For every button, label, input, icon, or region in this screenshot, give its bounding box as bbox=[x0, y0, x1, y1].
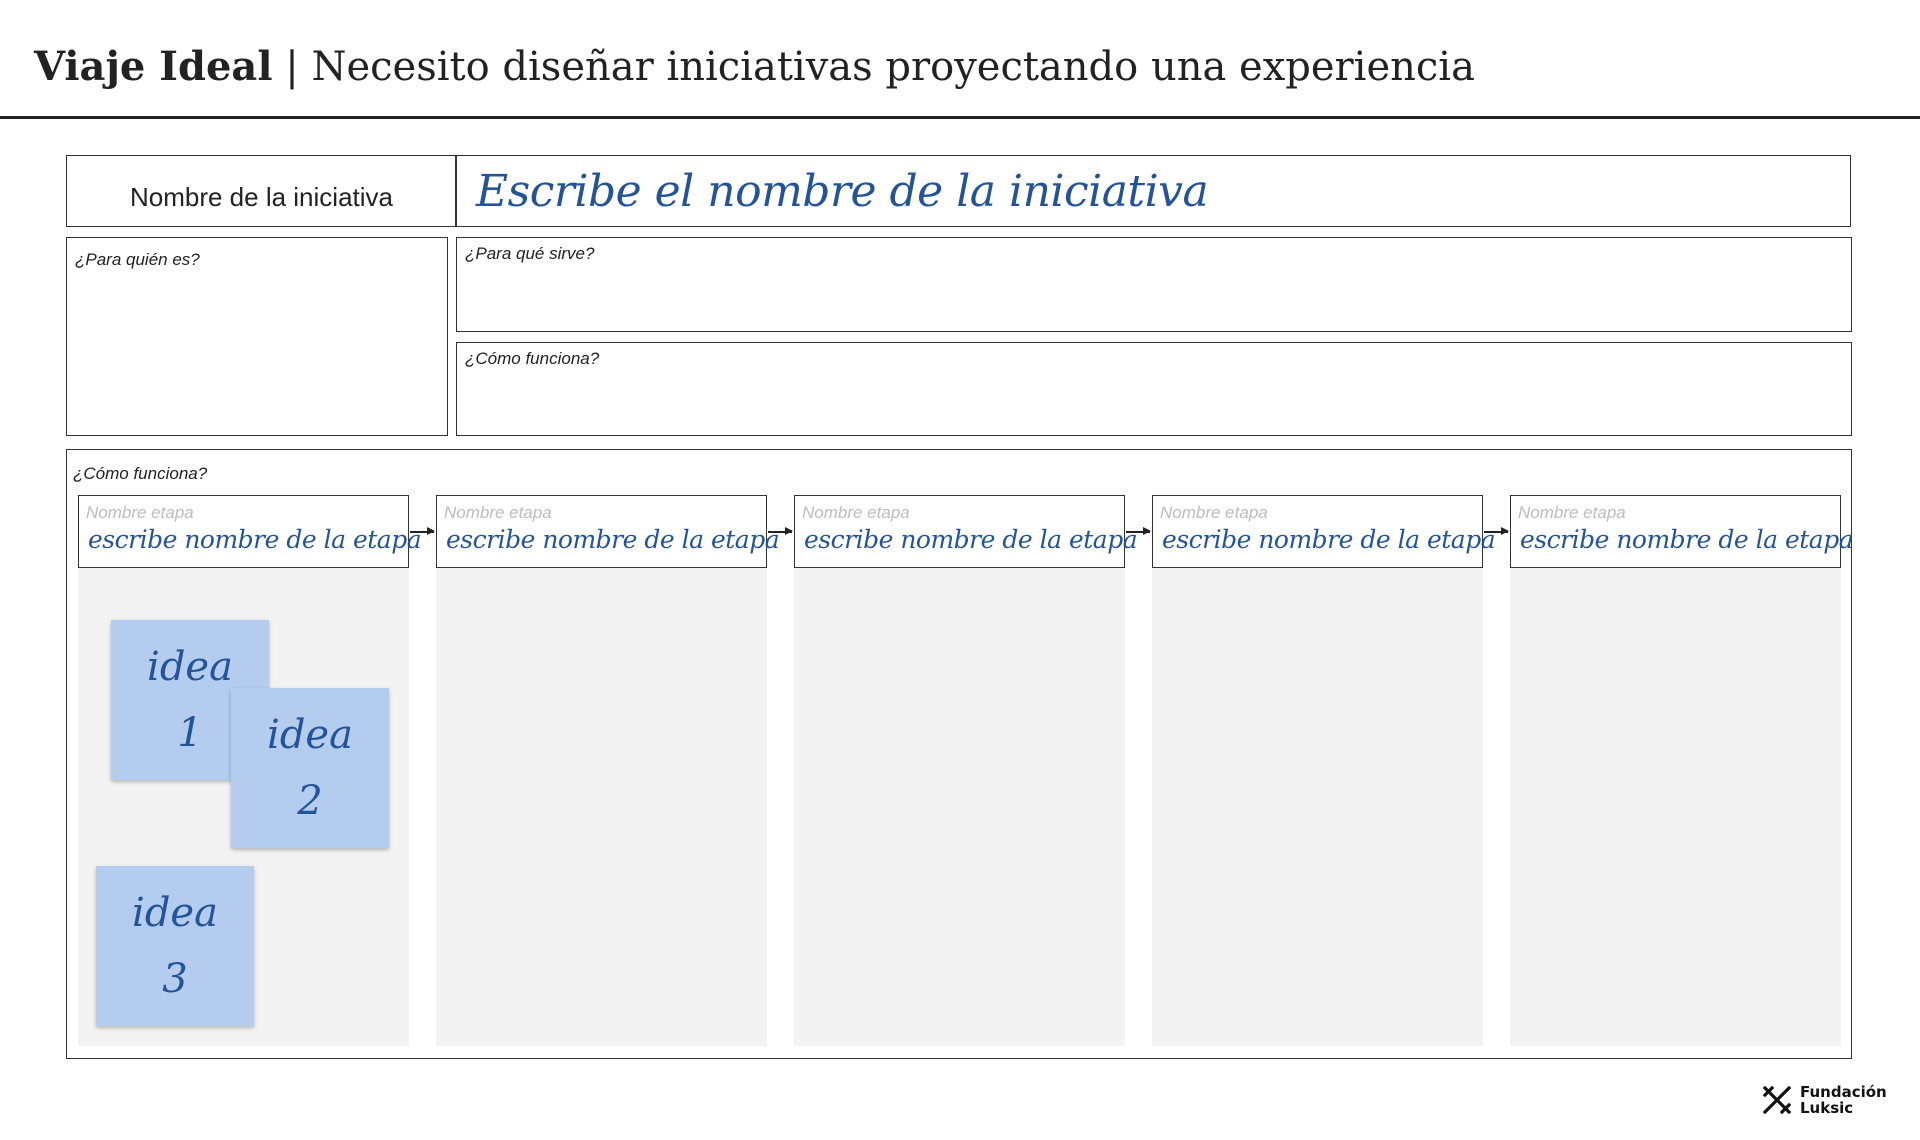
sticky-note-3[interactable]: idea 3 bbox=[96, 866, 254, 1026]
sticky-note-word: idea bbox=[132, 890, 218, 936]
stage-column-4[interactable] bbox=[1152, 568, 1483, 1046]
page-title: Viaje Ideal | Necesito diseñar iniciativ… bbox=[34, 42, 1475, 92]
logo-line-1: Fundación bbox=[1800, 1083, 1887, 1101]
initiative-name-field[interactable]: Escribe el nombre de la iniciativa bbox=[455, 155, 1851, 227]
stage-header-1[interactable]: Nombre etapa escribe nombre de la etapa bbox=[78, 495, 422, 568]
stages-panel: ¿Cómo funciona? bbox=[66, 449, 1852, 1059]
page-title-rest: | Necesito diseñar iniciativas proyectan… bbox=[272, 44, 1475, 90]
title-divider bbox=[0, 116, 1920, 119]
stage-header-4[interactable]: Nombre etapa escribe nombre de la etapa bbox=[1152, 495, 1496, 568]
sticky-note-number: 1 bbox=[177, 710, 203, 756]
fundacion-logo-icon bbox=[1762, 1085, 1792, 1115]
stage-header-2[interactable]: Nombre etapa escribe nombre de la etapa bbox=[436, 495, 780, 568]
stages-panel-label: ¿Cómo funciona? bbox=[73, 464, 208, 483]
logo-line-2: Luksic bbox=[1800, 1099, 1854, 1117]
stage-name: escribe nombre de la etapa bbox=[446, 525, 780, 554]
stage-header-3[interactable]: Nombre etapa escribe nombre de la etapa bbox=[794, 495, 1138, 568]
sticky-note-number: 2 bbox=[297, 778, 323, 824]
initiative-name-label: Nombre de la iniciativa bbox=[129, 181, 393, 212]
fundacion-luksic-logo: Fundación Luksic bbox=[1762, 1084, 1887, 1116]
for-whom-label: ¿Para quién es? bbox=[75, 250, 200, 269]
stage-header-5[interactable]: Nombre etapa escribe nombre de la etapa bbox=[1510, 495, 1854, 568]
stage-label: Nombre etapa bbox=[444, 503, 552, 522]
stage-name: escribe nombre de la etapa bbox=[88, 525, 422, 554]
stage-column-5[interactable] bbox=[1510, 568, 1841, 1046]
stage-arrow-icon bbox=[1126, 528, 1151, 534]
how-works-box[interactable]: ¿Cómo funciona? bbox=[456, 342, 1852, 436]
stage-arrow-icon bbox=[410, 528, 435, 534]
stage-label: Nombre etapa bbox=[1160, 503, 1268, 522]
stage-column-2[interactable] bbox=[436, 568, 767, 1046]
how-works-label: ¿Cómo funciona? bbox=[465, 349, 600, 368]
sticky-note-word: idea bbox=[267, 712, 353, 758]
stage-name: escribe nombre de la etapa bbox=[804, 525, 1138, 554]
sticky-note-word: idea bbox=[147, 644, 233, 690]
initiative-name-label-cell: Nombre de la iniciativa bbox=[66, 155, 457, 227]
sticky-note-2[interactable]: idea 2 bbox=[231, 688, 389, 848]
stage-name: escribe nombre de la etapa bbox=[1162, 525, 1496, 554]
stage-arrow-icon bbox=[1484, 528, 1509, 534]
initiative-name-value: Escribe el nombre de la iniciativa bbox=[476, 166, 1209, 217]
stage-label: Nombre etapa bbox=[86, 503, 194, 522]
what-for-box[interactable]: ¿Para qué sirve? bbox=[456, 237, 1852, 332]
stage-name: escribe nombre de la etapa bbox=[1520, 525, 1854, 554]
stage-column-3[interactable] bbox=[794, 568, 1125, 1046]
stage-label: Nombre etapa bbox=[802, 503, 910, 522]
for-whom-box[interactable]: ¿Para quién es? bbox=[66, 237, 448, 436]
stage-label: Nombre etapa bbox=[1518, 503, 1626, 522]
stage-arrow-icon bbox=[768, 528, 793, 534]
what-for-label: ¿Para qué sirve? bbox=[465, 244, 595, 263]
page-title-bold: Viaje Ideal bbox=[34, 43, 273, 90]
sticky-note-number: 3 bbox=[162, 956, 188, 1002]
